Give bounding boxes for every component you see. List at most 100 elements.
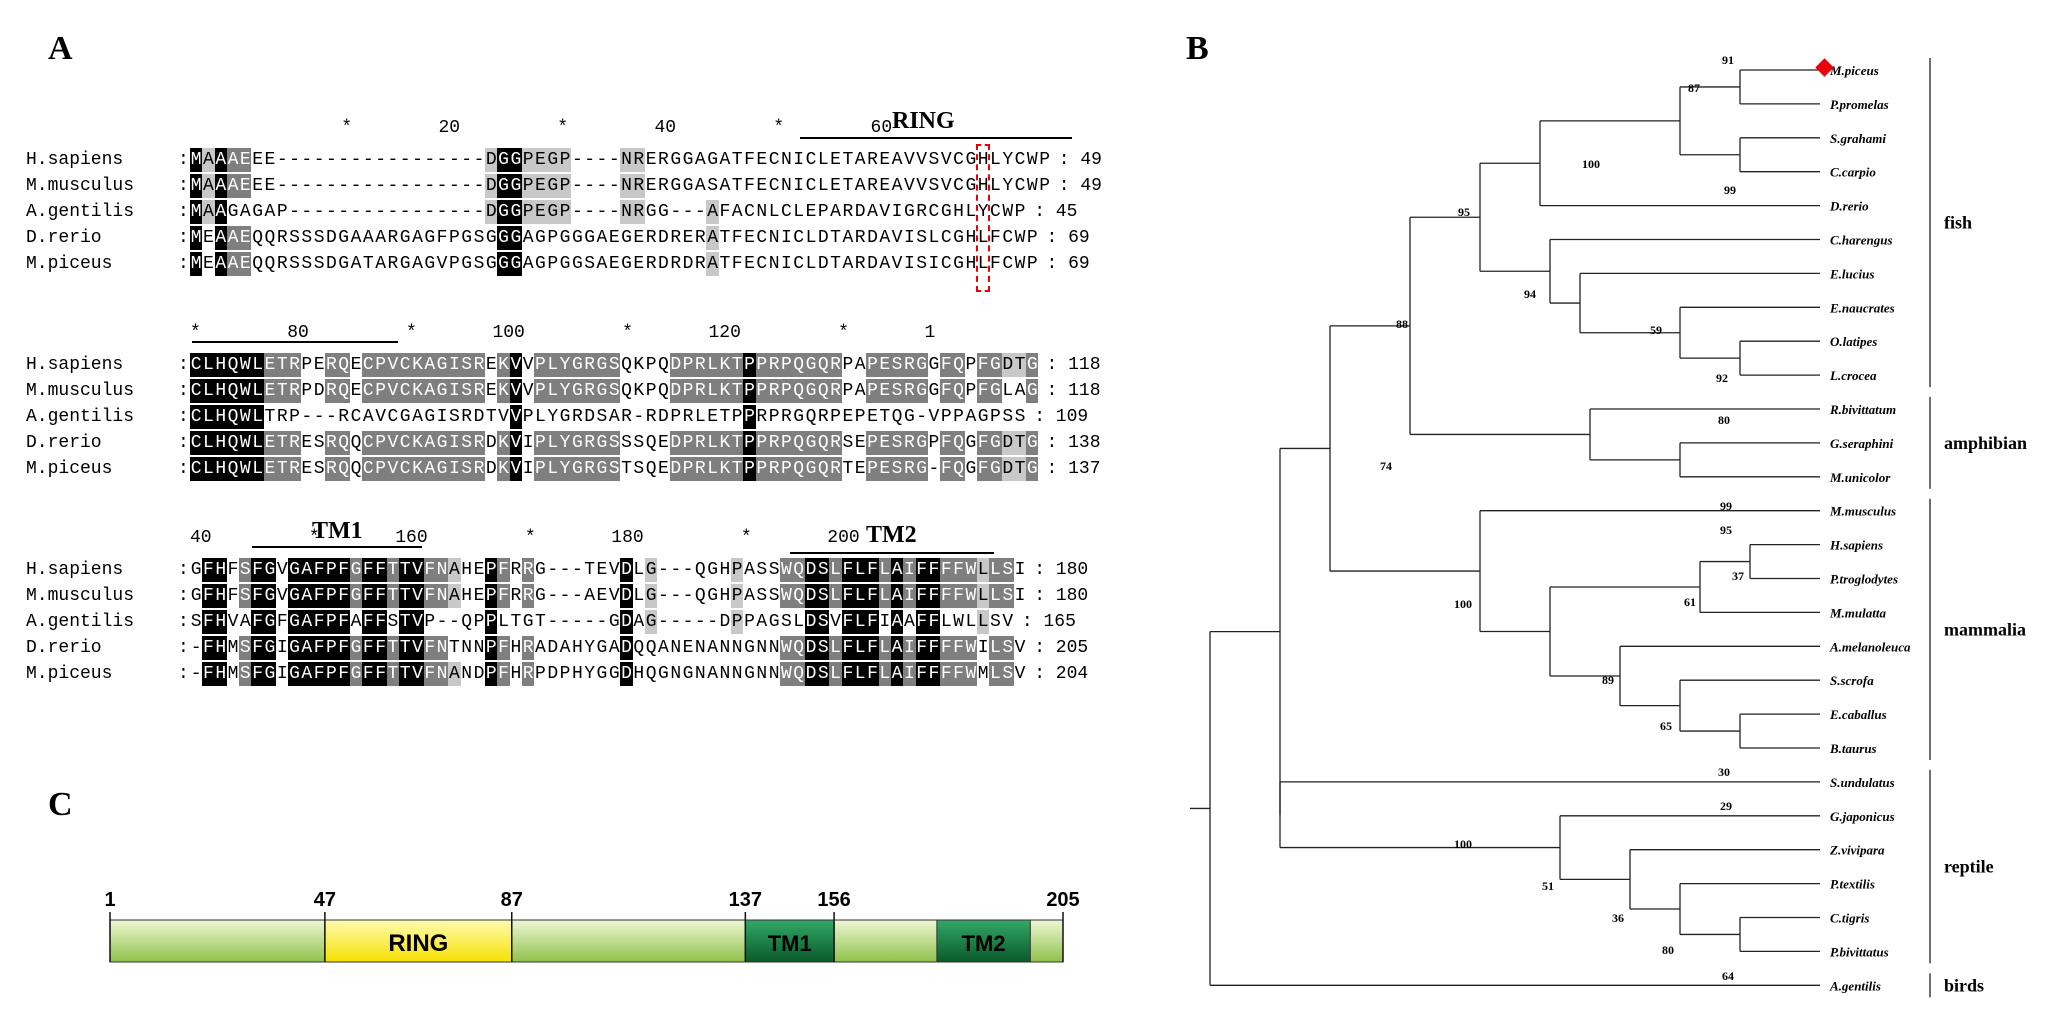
panel-label-b: B (1186, 30, 1209, 67)
sequence-name: M.musculus (26, 176, 135, 196)
separator: : (178, 638, 189, 658)
bootstrap-value: 92 (1716, 371, 1728, 385)
taxon-label: P.promelas (1830, 97, 1889, 112)
ring-domain-line (800, 137, 1072, 139)
bootstrap-value: 99 (1724, 183, 1736, 197)
bootstrap-value: 88 (1396, 317, 1408, 331)
taxon-label: C.harengus (1830, 233, 1893, 248)
taxon-label: G.japonicus (1830, 809, 1895, 824)
alignment-ruler: 40 * 160 * 180 * 200 (190, 528, 860, 548)
bootstrap-value: 29 (1720, 799, 1732, 813)
ring-domain-box-label: RING (388, 930, 448, 957)
taxon-label: M.musculus (1829, 504, 1896, 519)
bootstrap-value: 30 (1718, 765, 1730, 779)
bootstrap-value: 61 (1684, 595, 1696, 609)
sequence-name: A.gentilis (26, 612, 135, 632)
bootstrap-value: 95 (1720, 523, 1732, 537)
bootstrap-value: 65 (1660, 719, 1672, 733)
sequence-name: M.piceus (26, 459, 113, 479)
taxon-label: G.seraphini (1830, 436, 1894, 451)
sequence-residues: -FHMSFGIGAFPFGFFTTVFNTNNPFHRADAHYGADQQAN… (190, 636, 1026, 660)
sequence-residues: CLHQWLETRPDRQECPVCKAGISREKVVPLYGRGSQKPQD… (190, 379, 1039, 403)
sequence-residues: MEAAEQQRSSSDGATARGAGVPGSGGGAGPGGSAEGERDR… (190, 252, 1038, 276)
position-label: 205 (1046, 889, 1079, 911)
taxon-label: C.carpio (1830, 165, 1876, 180)
sequence-residues: CLHQWLTRP---RCAVCGAGISRDTVVPLYGRDSAR-RDP… (190, 405, 1026, 429)
sequence-residues: MAAAEEE-----------------DGGPEGP----NRERG… (190, 174, 1051, 198)
ring-domain-continuation-line (192, 341, 398, 343)
group-label: mammalia (1944, 619, 2026, 639)
separator: : (178, 586, 189, 606)
alignment-row: D.rerio:-FHMSFGIGAFPFGFFTTVFNTNNPFHRADAH… (26, 636, 1088, 660)
sequence-name: D.rerio (26, 433, 102, 453)
separator: : (178, 176, 189, 196)
alignment-ruler: * 20 * 40 * 60 (190, 118, 893, 138)
alignment-row: D.rerio:CLHQWLETRESRQQCPVCKAGISRDKVIPLYG… (26, 431, 1101, 455)
separator: : (178, 228, 189, 248)
bootstrap-value: 80 (1718, 413, 1730, 427)
taxon-label: M.mulatta (1829, 605, 1886, 620)
sequence-residues: -FHMSFGIGAFPFGFFTTVFNANDPFHRPDPHYGGDHQGN… (190, 662, 1026, 686)
taxon-label: Z.vivipara (1829, 843, 1885, 858)
taxon-label: H.sapiens (1829, 538, 1883, 553)
bootstrap-value: 100 (1454, 837, 1472, 851)
sequence-name: M.piceus (26, 254, 113, 274)
taxon-label: M.unicolor (1829, 470, 1891, 485)
taxon-label: P.bivittatus (1830, 944, 1889, 959)
sequence-name: H.sapiens (26, 560, 124, 580)
sequence-end-position: : 137 (1046, 459, 1101, 479)
sequence-residues: CLHQWLETRESRQQCPVCKAGISRDKVIPLYGRGSSSQED… (190, 431, 1039, 455)
taxon-label: S.undulatus (1830, 775, 1895, 790)
alignment-row: A.gentilis:SFHVAFGFGAFPFAFFSTVP--QPPLTGT… (26, 610, 1076, 634)
taxon-label: P.troglodytes (1830, 572, 1898, 587)
sequence-end-position: : 138 (1046, 433, 1101, 453)
sequence-end-position: : 49 (1058, 150, 1102, 170)
separator: : (178, 355, 189, 375)
alignment-row: M.piceus:-FHMSFGIGAFPFGFFTTVFNANDPFHRPDP… (26, 662, 1088, 686)
separator: : (178, 254, 189, 274)
separator: : (178, 150, 189, 170)
alignment-row: M.musculus:GFHFSFGVGAFPFGFFTTVFNAHEPFRRG… (26, 584, 1088, 608)
protein-backbone-bar (109, 919, 1064, 963)
alignment-row: M.piceus:CLHQWLETRESRQQCPVCKAGISRDKVIPLY… (26, 457, 1101, 481)
bootstrap-value: 95 (1458, 205, 1470, 219)
bootstrap-value: 80 (1662, 943, 1674, 957)
tm1-domain-box-label: TM1 (768, 931, 812, 956)
taxon-label: D.rerio (1829, 199, 1869, 214)
conserved-cysteine-marker (976, 144, 990, 292)
separator: : (178, 202, 189, 222)
taxon-label: C.tigris (1830, 911, 1869, 926)
alignment-row: M.musculus:MAAAEEE-----------------DGGPE… (26, 174, 1102, 198)
tm1-domain-label: TM1 (312, 518, 363, 544)
separator: : (178, 459, 189, 479)
alignment-row: A.gentilis:CLHQWLTRP---RCAVCGAGISRDTVVPL… (26, 405, 1088, 429)
sequence-end-position: : 118 (1046, 355, 1101, 375)
bootstrap-value: 37 (1732, 569, 1744, 583)
tm2-domain-label: TM2 (866, 522, 917, 548)
group-label: amphibian (1944, 433, 2027, 453)
tm2-domain-line (790, 552, 994, 554)
taxon-label: R.bivittatum (1829, 402, 1896, 417)
ring-domain-label: RING (892, 108, 955, 134)
bootstrap-value: 64 (1722, 969, 1734, 983)
separator: : (178, 612, 189, 632)
sequence-name: H.sapiens (26, 150, 124, 170)
taxon-label: L.crocea (1829, 368, 1877, 383)
sequence-end-position: : 109 (1034, 407, 1089, 427)
sequence-end-position: : 69 (1046, 254, 1090, 274)
sequence-residues: SFHVAFGFGAFPFAFFSTVP--QPPLTGT-----GDAG--… (190, 610, 1014, 634)
bootstrap-value: 99 (1720, 499, 1732, 513)
taxon-label: E.naucrates (1829, 300, 1895, 315)
sequence-name: D.rerio (26, 228, 102, 248)
panel-label-c: C (48, 786, 73, 823)
position-label: 137 (729, 889, 762, 911)
sequence-name: D.rerio (26, 638, 102, 658)
alignment-row: D.rerio:MEAAEQQRSSSDGAAARGAGFPGSGGGAGPGG… (26, 226, 1090, 250)
taxon-label: O.latipes (1830, 334, 1877, 349)
bootstrap-value: 59 (1650, 323, 1662, 337)
tm2-domain-box-label: TM2 (962, 931, 1006, 956)
bootstrap-value: 74 (1380, 459, 1392, 473)
separator: : (178, 664, 189, 684)
position-label: 87 (501, 889, 523, 911)
